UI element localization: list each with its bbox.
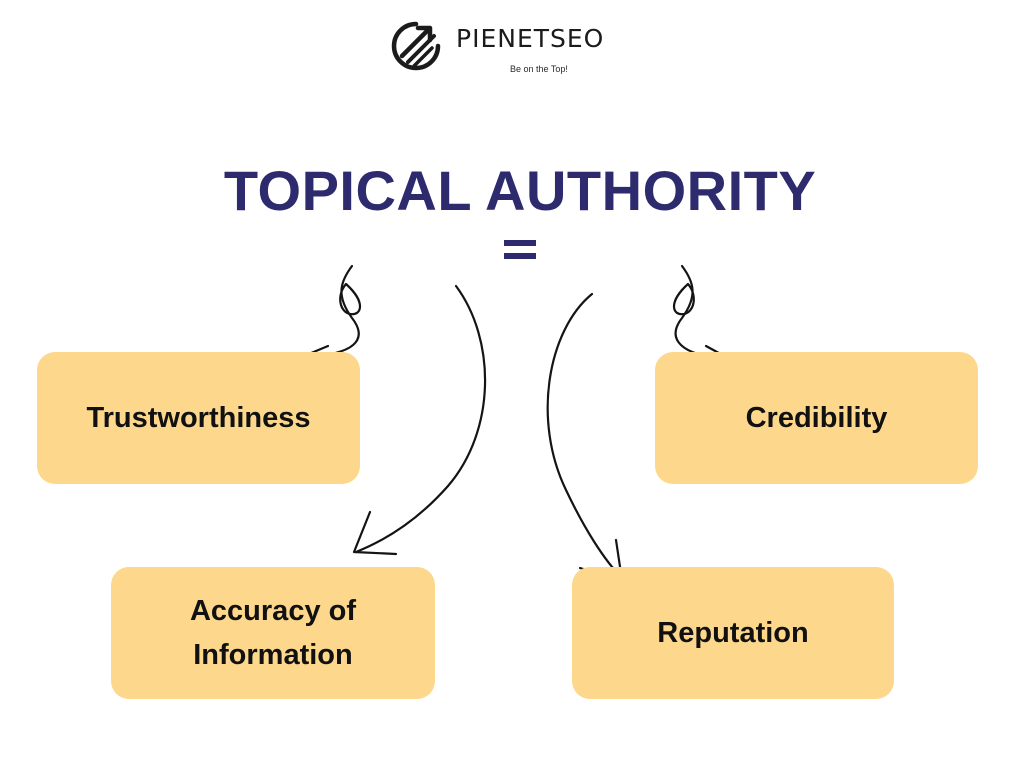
node-reputation: Reputation [572, 567, 894, 699]
circle-with-rising-arrows-icon [391, 21, 441, 71]
arrow-to-accuracy [352, 284, 487, 556]
node-label: Credibility [745, 402, 888, 434]
node-label: Reputation [657, 617, 809, 649]
node-trustworthiness: Trustworthiness [37, 352, 360, 484]
brand-logo: PIENETSEO Be on the Top! [384, 14, 644, 80]
equals-bar-bottom [504, 253, 536, 259]
page-title: TOPICAL AUTHORITY [223, 159, 817, 222]
brand-name: PIENETSEO [456, 24, 605, 53]
equals-sign-icon [504, 236, 536, 264]
node-label: Accuracy of Information [189, 595, 356, 671]
arrow-to-reputation [546, 292, 624, 582]
equals-bar-top [504, 240, 536, 246]
arrow-to-trustworthiness [302, 264, 362, 368]
node-label: Trustworthiness [86, 402, 311, 434]
node-credibility: Credibility [655, 352, 978, 484]
brand-tagline: Be on the Top! [510, 64, 568, 74]
node-accuracy-of-information: Accuracy of Information [111, 567, 435, 699]
